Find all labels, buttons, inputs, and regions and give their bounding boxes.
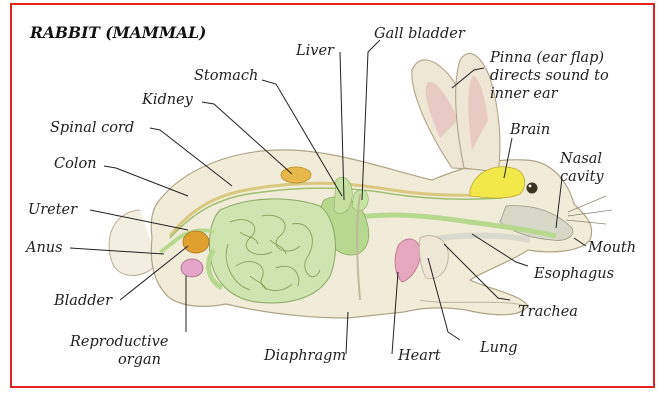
label-pinna-line3: inner ear: [490, 86, 559, 102]
label-reproductive-line2: organ: [118, 352, 161, 368]
label-pinna-line2: directs sound to: [490, 68, 609, 84]
label-ureter: Ureter: [28, 202, 78, 218]
label-stomach: Stomach: [194, 68, 258, 84]
label-gall-bladder: Gall bladder: [374, 26, 466, 42]
label-bladder: Bladder: [53, 293, 113, 309]
label-liver: Liver: [295, 43, 335, 59]
label-pinna-line1: Pinna (ear flap): [489, 50, 604, 66]
label-kidney: Kidney: [141, 92, 194, 108]
label-colon: Colon: [54, 156, 97, 172]
label-mouth: Mouth: [587, 240, 636, 256]
label-nasal-line1: Nasal: [559, 151, 602, 167]
colon-pointer: [104, 166, 188, 196]
label-spinal-cord: Spinal cord: [50, 120, 134, 136]
label-trachea: Trachea: [518, 304, 578, 320]
label-brain: Brain: [509, 122, 550, 138]
label-diaphragm: Diaphragm: [263, 348, 346, 364]
label-esophagus: Esophagus: [533, 266, 614, 282]
label-anus: Anus: [24, 240, 63, 256]
label-nasal-line2: cavity: [560, 169, 604, 185]
label-reproductive-line1: Reproductive: [69, 334, 168, 350]
label-heart: Heart: [397, 348, 441, 364]
label-lung: Lung: [479, 340, 518, 356]
diagram-title: RABBIT (MAMMAL): [29, 23, 206, 42]
